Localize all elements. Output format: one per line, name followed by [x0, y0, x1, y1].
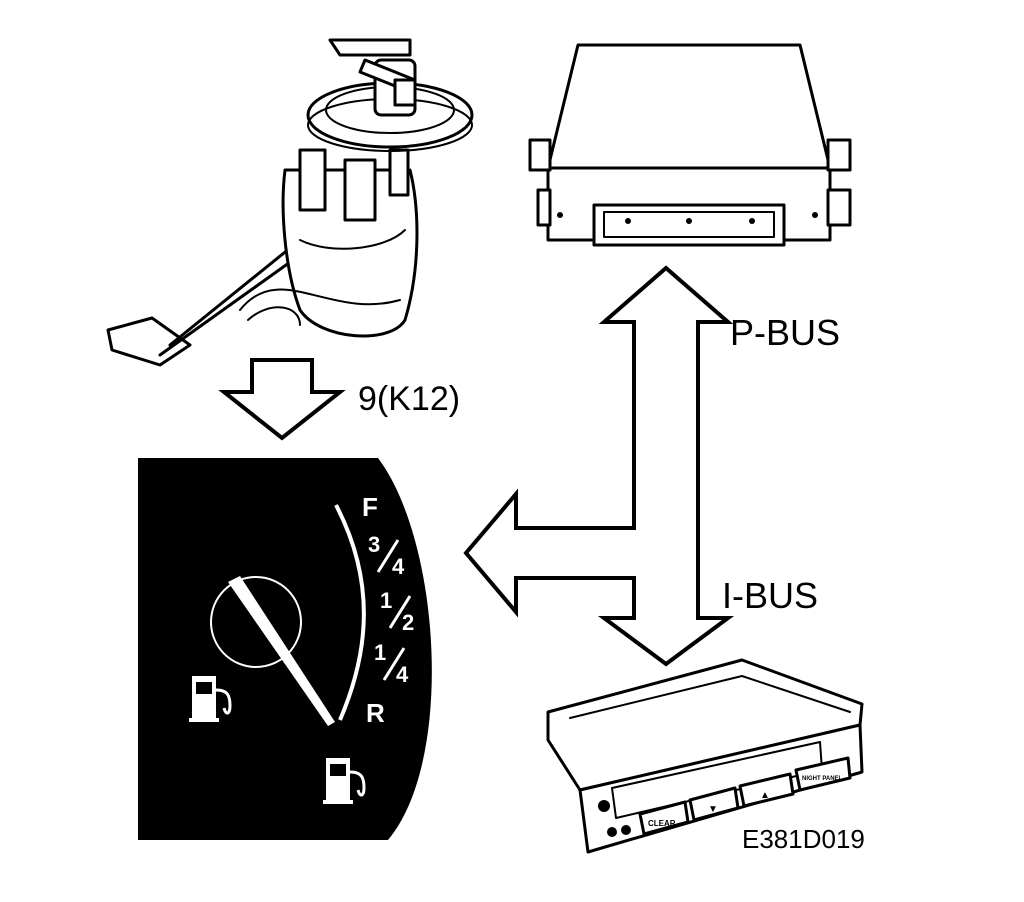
fuel-pump-reserve-icon — [323, 758, 366, 804]
scale-label-quarter-num: 1 — [374, 640, 386, 665]
fuel-pump-icon — [189, 676, 232, 722]
up-arrow-icon: ▲ — [760, 790, 770, 801]
ibus-label: I-BUS — [722, 575, 818, 616]
scale-label-reserve: R — [366, 698, 385, 728]
display-night-panel-button-label: NIGHT PANEL — [802, 776, 843, 782]
scale-label-three-quarter-den: 4 — [392, 554, 405, 579]
gauge-needle — [228, 576, 335, 726]
signal-down-arrow — [218, 358, 346, 441]
needle-hub — [210, 576, 302, 668]
scale-label-half-den: 2 — [402, 610, 414, 635]
fuel-level-sender — [106, 38, 474, 367]
scale-label-full: F — [362, 492, 378, 522]
fuel-gauge: F 3 4 1 2 1 4 R — [138, 458, 432, 840]
scale-label-half-num: 1 — [380, 588, 392, 613]
sensor-wire-label: 9(K12) — [358, 380, 460, 418]
scale-label-quarter-den: 4 — [396, 662, 409, 687]
scale-label-three-quarter-num: 3 — [368, 532, 380, 557]
pbus-label: P-BUS — [730, 312, 840, 353]
control-module — [528, 43, 852, 247]
display-clear-button-label: CLEAR — [648, 819, 676, 828]
information-display-unit: CLEAR ▼ ▲ NIGHT PANEL — [546, 658, 864, 854]
down-arrow-icon: ▼ — [708, 804, 718, 815]
figure-code: E381D019 — [742, 824, 865, 854]
pbus-ibus-bus-arrow — [463, 265, 735, 667]
